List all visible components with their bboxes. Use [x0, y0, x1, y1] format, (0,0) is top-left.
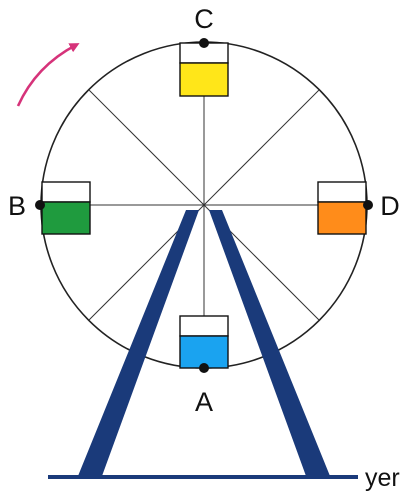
label-d: D: [380, 191, 400, 221]
pivot-dot-c: [199, 38, 209, 48]
cabin-a-top: [179, 315, 229, 337]
cabin-b-body: [41, 201, 91, 235]
cabin-a: [179, 315, 229, 369]
support-leg-right: [209, 210, 330, 476]
cabin-c-body: [179, 62, 229, 97]
pivot-dot-b: [35, 200, 45, 210]
label-c: C: [194, 4, 214, 34]
cabin-c: [179, 42, 229, 97]
label-b: B: [8, 191, 26, 221]
cabin-d-top: [317, 181, 367, 203]
cabin-b-top: [41, 181, 91, 203]
cabin-d: [317, 181, 367, 235]
support-leg-left: [78, 210, 199, 476]
pivot-dot-d: [363, 200, 373, 210]
rotation-arrow-icon: [16, 43, 80, 107]
wheel-spokes: [41, 42, 367, 368]
ground-label: yer: [365, 464, 400, 492]
label-a: A: [195, 387, 213, 417]
spoke-diagonal-2: [88, 89, 320, 321]
cabin-b: [41, 181, 91, 235]
cabin-d-body: [317, 201, 367, 235]
cabin-a-body: [179, 335, 229, 369]
pivot-dot-a: [199, 363, 209, 373]
